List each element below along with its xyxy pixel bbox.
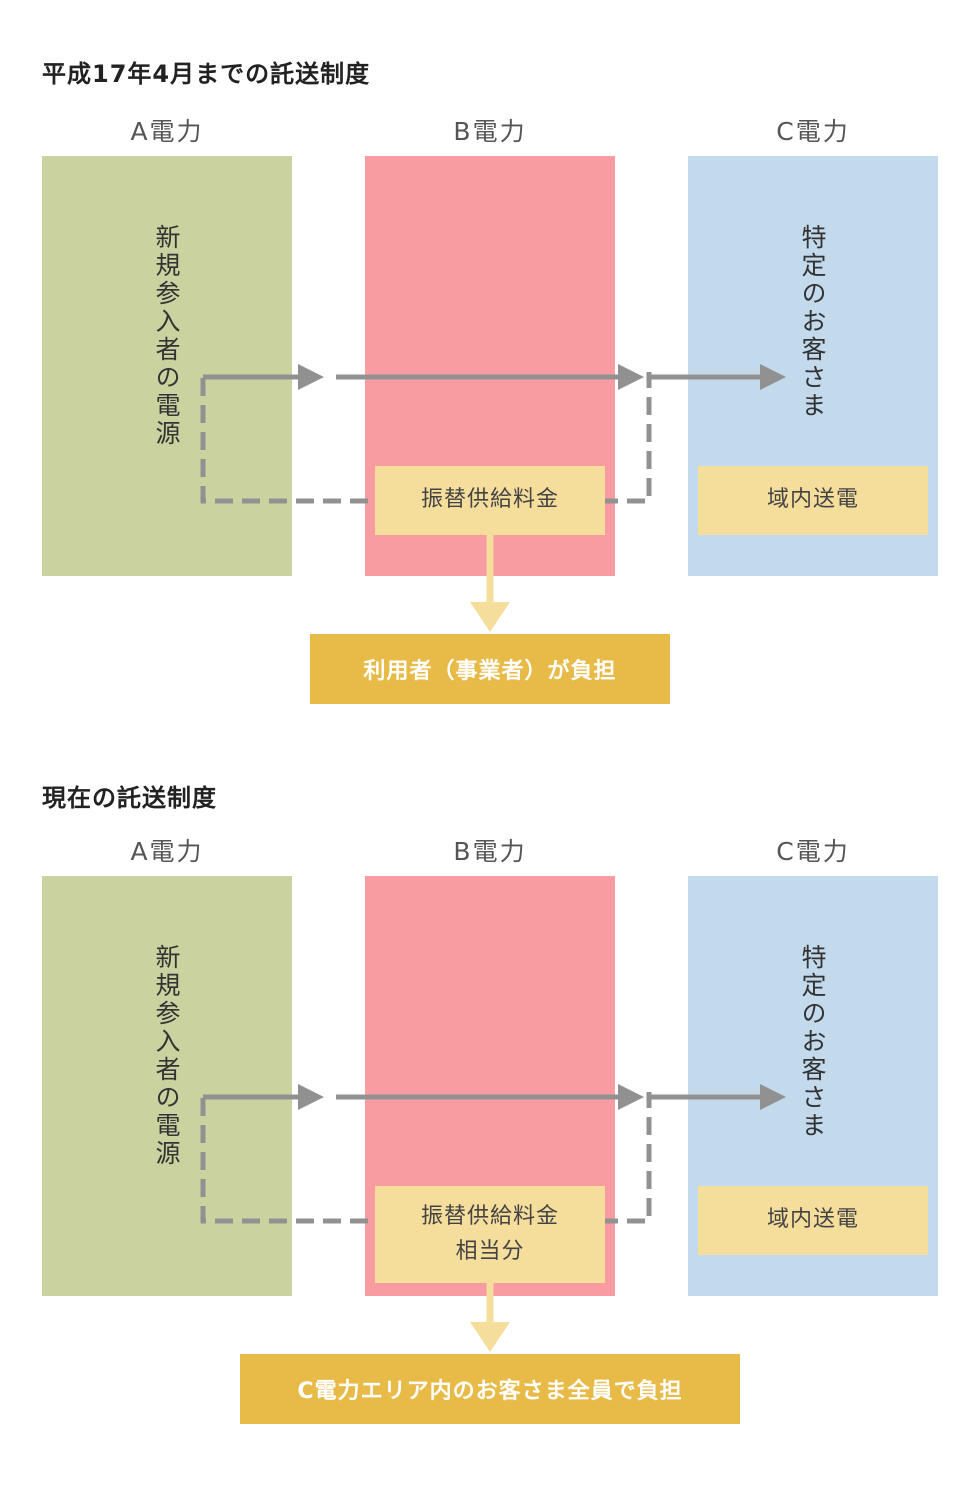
specific-customer-label: 特定のお客さま bbox=[798, 224, 827, 420]
arrow-head-1 bbox=[298, 364, 324, 390]
arrow-head-1 bbox=[298, 1084, 324, 1110]
arrow-head-2 bbox=[618, 1084, 644, 1110]
arrow-head-2 bbox=[618, 364, 644, 390]
local-transmission-label: 域内送電 bbox=[766, 1207, 859, 1233]
company-a-label: A電力 bbox=[130, 117, 204, 146]
local-transmission-box: 域内送電 bbox=[698, 466, 928, 535]
local-transmission-label: 域内送電 bbox=[766, 487, 859, 513]
new-entrant-source-label: 新規参入者の電源 bbox=[152, 944, 181, 1168]
burden-arrow-head bbox=[470, 602, 510, 632]
transfer-fee-box: 振替供給料金 bbox=[375, 466, 605, 535]
section-title: 平成17年4月までの託送制度 bbox=[42, 60, 371, 88]
burden-arrow-head bbox=[470, 1322, 510, 1352]
transfer-fee-box: 振替供給料金 相当分 bbox=[375, 1186, 605, 1283]
transfer-fee-equivalent-label: 相当分 bbox=[455, 1238, 525, 1264]
new-entrant-source-label: 新規参入者の電源 bbox=[152, 224, 181, 448]
transfer-fee-label: 振替供給料金 bbox=[420, 487, 559, 513]
transfer-fee-label: 振替供給料金 bbox=[420, 1204, 559, 1230]
section-current-system: 現在の託送制度 A電力 B電力 C電力 新規参入者の電源 特定のお客さま 振替供… bbox=[0, 720, 980, 1464]
company-b-label: B電力 bbox=[453, 837, 527, 866]
burden-box: 利用者（事業者）が負担 bbox=[310, 634, 670, 704]
specific-customer-label: 特定のお客さま bbox=[798, 944, 827, 1140]
company-a-label: A電力 bbox=[130, 837, 204, 866]
section-title: 現在の託送制度 bbox=[42, 784, 217, 812]
company-b-label: B電力 bbox=[453, 117, 527, 146]
company-c-label: C電力 bbox=[776, 117, 850, 146]
burden-label: C電力エリア内のお客さま全員で負担 bbox=[297, 1379, 683, 1404]
burden-label: 利用者（事業者）が負担 bbox=[363, 659, 617, 684]
burden-box: C電力エリア内のお客さま全員で負担 bbox=[240, 1354, 740, 1424]
company-a-area bbox=[42, 876, 292, 1296]
company-a-area bbox=[42, 156, 292, 576]
company-c-label: C電力 bbox=[776, 837, 850, 866]
section-old-system: 平成17年4月までの託送制度 A電力 B電力 C電力 新規参入者の電源 特定のお… bbox=[42, 60, 938, 704]
local-transmission-box: 域内送電 bbox=[698, 1186, 928, 1255]
